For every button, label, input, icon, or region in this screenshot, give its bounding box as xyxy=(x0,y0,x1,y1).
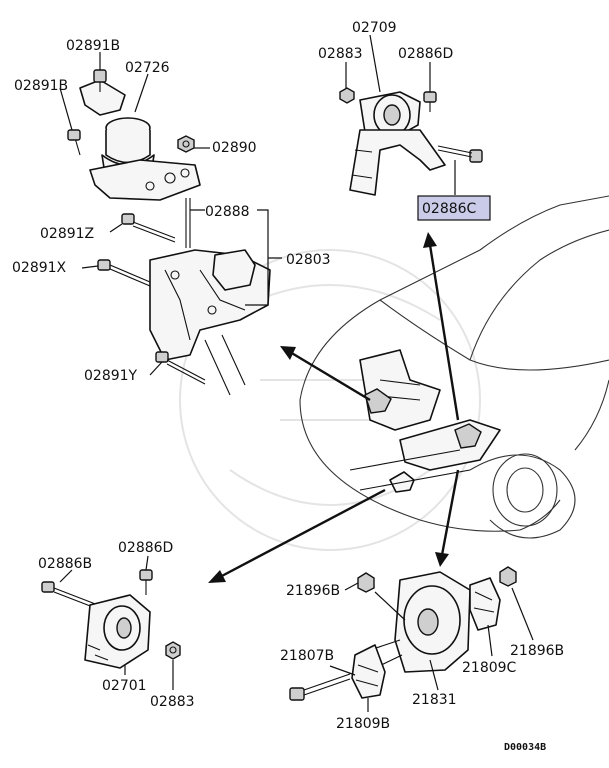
label-02891Z[interactable]: 02891Z xyxy=(40,226,94,242)
label-02886D-bottom[interactable]: 02886D xyxy=(118,540,173,556)
label-02701[interactable]: 02701 xyxy=(102,678,147,694)
mount-02701 xyxy=(41,569,181,669)
label-21809B[interactable]: 21809B xyxy=(336,716,390,732)
bracket-02803 xyxy=(97,198,271,396)
label-02709[interactable]: 02709 xyxy=(352,20,397,36)
label-02726[interactable]: 02726 xyxy=(125,60,170,76)
label-21896B-right[interactable]: 21896B xyxy=(510,643,564,659)
reference-arrows xyxy=(208,232,460,583)
label-02890[interactable]: 02890 xyxy=(212,140,257,156)
engine-mount-assembly-02726 xyxy=(67,69,201,201)
watermark xyxy=(179,249,481,551)
label-02886B[interactable]: 02886B xyxy=(38,556,92,572)
label-21807B[interactable]: 21807B xyxy=(280,648,334,664)
label-02883-bottom[interactable]: 02883 xyxy=(150,694,195,710)
highlight-box xyxy=(417,195,491,221)
label-21809C[interactable]: 21809C xyxy=(462,660,517,676)
mount-02709 xyxy=(339,87,483,196)
label-02886D-top[interactable]: 02886D xyxy=(398,46,453,62)
label-02883-top[interactable]: 02883 xyxy=(318,46,363,62)
diagram-code: D00034B xyxy=(504,742,546,753)
label-02891B-top[interactable]: 02891B xyxy=(66,38,120,54)
engine-bay-parts xyxy=(349,349,501,493)
part-labels: 02891B 02726 02891B 02890 02888 02891Z 0… xyxy=(12,20,564,753)
label-02891Y[interactable]: 02891Y xyxy=(84,368,138,384)
label-02891X[interactable]: 02891X xyxy=(12,260,67,276)
label-02886C[interactable]: 02886C xyxy=(422,201,477,217)
leader-lines xyxy=(59,34,534,712)
label-21831[interactable]: 21831 xyxy=(412,692,457,708)
label-02891B-left[interactable]: 02891B xyxy=(14,78,68,94)
label-02803[interactable]: 02803 xyxy=(286,252,331,268)
vehicle-outline xyxy=(299,195,609,539)
label-02888[interactable]: 02888 xyxy=(205,204,250,220)
label-21896B-left[interactable]: 21896B xyxy=(286,583,340,599)
mount-21831 xyxy=(289,566,517,701)
